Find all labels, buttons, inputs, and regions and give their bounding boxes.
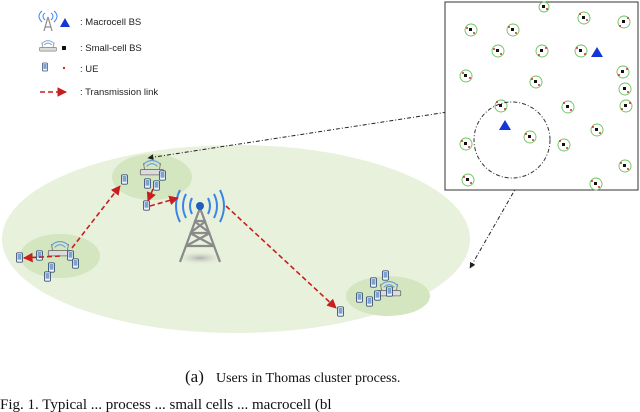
phone-icon bbox=[16, 252, 23, 263]
phone-icon bbox=[144, 178, 151, 189]
small-cell-cluster-top bbox=[112, 154, 192, 200]
legend-ue-label: : UE bbox=[80, 64, 98, 75]
phone-icon bbox=[42, 62, 48, 72]
cell-tower-icon bbox=[174, 189, 226, 265]
caption: (a) Users in Thomas cluster process. bbox=[185, 367, 400, 386]
phone-icon bbox=[382, 270, 389, 281]
transmission-link bbox=[149, 195, 179, 207]
small-cell-marker bbox=[62, 46, 66, 50]
legend-macrocell-label: : Macrocell BS bbox=[80, 17, 141, 28]
transmission-links bbox=[23, 185, 337, 309]
legend-ue: : UE bbox=[42, 62, 98, 75]
phone-icon bbox=[143, 200, 150, 211]
legend-link: : Transmission link bbox=[40, 87, 158, 98]
small-cell-cluster-right bbox=[346, 270, 430, 316]
phone-icon bbox=[337, 306, 344, 317]
legend: : Macrocell BS : Small-cell BS : UE : Tr… bbox=[38, 10, 158, 98]
legend-macrocell: : Macrocell BS bbox=[38, 10, 141, 32]
transmission-link bbox=[23, 252, 61, 263]
phone-icon bbox=[72, 258, 79, 269]
phone-icon bbox=[36, 250, 43, 261]
inset-cluster-map bbox=[444, 1, 639, 191]
ue-marker bbox=[62, 66, 66, 70]
phone-icon bbox=[370, 277, 377, 288]
figure-caption-line: Fig. 1. Typical ... process ... small ce… bbox=[0, 397, 332, 412]
zoom-circle bbox=[473, 101, 551, 179]
transmission-link bbox=[71, 185, 121, 249]
transmission-link bbox=[225, 205, 337, 309]
macrocell-marker bbox=[591, 47, 603, 57]
cell-tower-icon bbox=[38, 10, 58, 23]
caption-label: (a) bbox=[185, 367, 204, 386]
transmission-link bbox=[146, 188, 156, 202]
phone-icon bbox=[374, 290, 381, 301]
phone-icon bbox=[386, 286, 393, 297]
legend-link-label: : Transmission link bbox=[80, 87, 158, 98]
phone-icon bbox=[44, 271, 51, 282]
phone-icon bbox=[159, 170, 166, 181]
macrocell-marker bbox=[499, 120, 511, 130]
macrocell-marker bbox=[60, 18, 70, 27]
phone-icon bbox=[153, 180, 160, 191]
small-cell-router-icon bbox=[39, 40, 57, 52]
zoom-pointers bbox=[147, 103, 541, 269]
phone-icon bbox=[48, 262, 55, 273]
phone-icon bbox=[121, 174, 128, 185]
phone-icon bbox=[356, 292, 363, 303]
legend-smallcell-label: : Small-cell BS bbox=[80, 43, 142, 54]
phone-icon bbox=[366, 296, 373, 307]
caption-text: Users in Thomas cluster process. bbox=[216, 371, 400, 386]
legend-smallcell: : Small-cell BS bbox=[39, 40, 142, 54]
